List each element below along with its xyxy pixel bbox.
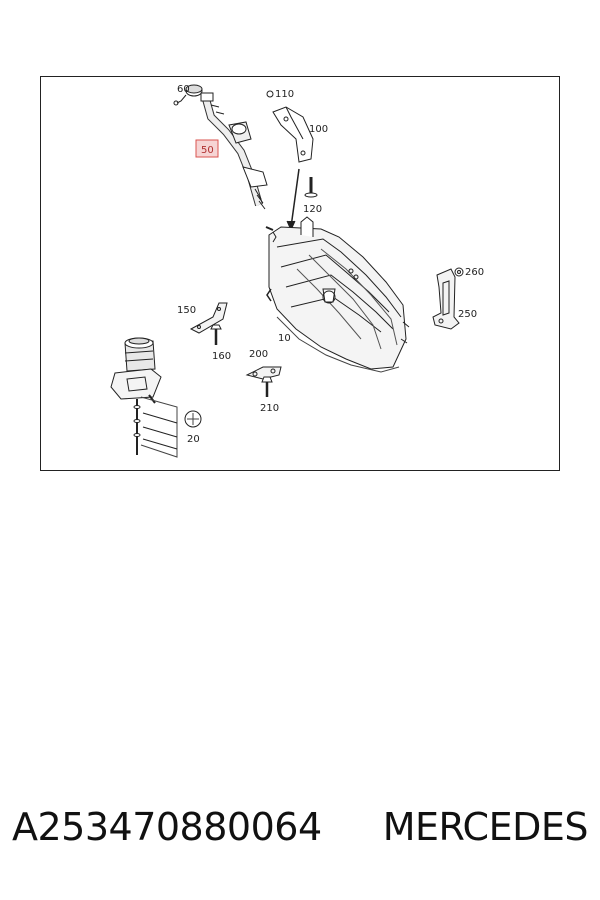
callout-50: 50: [201, 145, 214, 156]
callout-120: 120: [303, 204, 322, 215]
part-260-washer: [454, 267, 464, 277]
part-10-fuel-tank: [265, 216, 410, 373]
part-150-strap: [189, 302, 228, 334]
part-number: A253470880064: [12, 805, 322, 849]
caption-bar: A253470880064 MERCEDES: [0, 805, 600, 865]
part-110-clip: [266, 90, 274, 98]
callout-250: 250: [458, 309, 477, 320]
part-120-bolt: [304, 177, 318, 198]
callout-150: 150: [177, 305, 196, 316]
callout-110: 110: [275, 89, 294, 100]
callout-10: 10: [278, 333, 291, 344]
part-100-bracket: [272, 106, 314, 163]
callout-200: 200: [249, 349, 268, 360]
part-200-mount: [245, 366, 282, 380]
part-160-bolt: [210, 324, 222, 345]
part-20-pump-unit: [110, 337, 202, 458]
callout-100: 100: [309, 124, 328, 135]
callout-60: 60: [177, 84, 190, 95]
parts-diagram: 60 50 110 100 120 260 250 150 10 160 200…: [110, 84, 484, 458]
part-210-bolt: [261, 376, 273, 397]
callout-20: 20: [187, 434, 200, 445]
assembly-arrow: [290, 168, 300, 228]
callout-210: 210: [260, 403, 279, 414]
part-60-filler-cap: [173, 84, 203, 106]
callout-260: 260: [465, 267, 484, 278]
part-50-highlight: [195, 139, 219, 158]
brand-name: MERCEDES: [382, 805, 589, 849]
callout-160: 160: [212, 351, 231, 362]
part-50-filler-neck: [200, 92, 268, 210]
parts-diagram-frame: 60 50 110 100 120 260 250 150 10 160 200…: [40, 76, 560, 471]
part-250-bracket: [432, 268, 460, 330]
